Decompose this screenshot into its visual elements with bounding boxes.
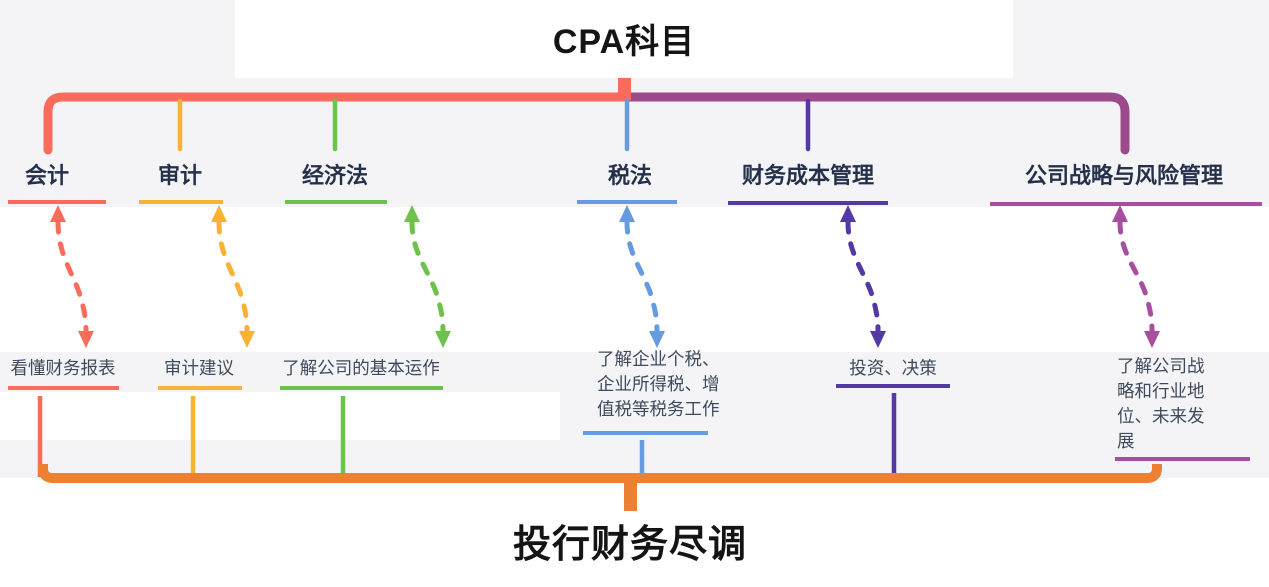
- dashed-arrow-strategy-risk-management: [1117, 219, 1155, 334]
- benefit-financial-cost: 投资、决策: [849, 358, 937, 378]
- dashed-arrow-auditing: [216, 219, 250, 334]
- subject-accounting: 会计: [24, 163, 70, 188]
- arrowhead-up-financial-cost-management: [840, 205, 856, 222]
- subject-economic-law: 经济法: [301, 163, 369, 188]
- subject-strategy: 公司战略与风险管理: [1024, 163, 1224, 188]
- dashed-arrow-tax-law: [624, 219, 660, 334]
- benefit-tax-law: 了解企业个税、企业所得税、增值税等税务工作: [597, 349, 720, 419]
- bottom-node-label: 投行财务尽调: [512, 524, 747, 566]
- arrowhead-down-financial-cost-management: [870, 331, 886, 348]
- arrowhead-up-auditing: [211, 205, 227, 222]
- arrowhead-up-accounting: [50, 205, 66, 222]
- arrowhead-down-tax-law: [649, 331, 665, 348]
- root-title-box: [235, 0, 1013, 78]
- arrowhead-down-accounting: [78, 331, 94, 348]
- arrowhead-up-tax-law: [619, 205, 635, 222]
- dashed-arrow-accounting: [55, 219, 89, 334]
- benefit-accounting: 看懂财务报表: [10, 358, 116, 378]
- subject-tax-law: 税法: [607, 163, 653, 188]
- dashed-arrow-economic-law: [409, 219, 446, 334]
- benefit-strategy: 了解公司战略和行业地位、未来发展: [1117, 356, 1205, 451]
- benefit-economic-law: 了解公司的基本运作: [282, 358, 440, 378]
- root-node-label: CPA科目: [552, 23, 696, 61]
- arrowhead-down-economic-law: [435, 331, 451, 348]
- subject-auditing: 审计: [157, 163, 203, 188]
- dashed-arrow-financial-cost-management: [845, 219, 881, 334]
- arrowhead-up-strategy-risk-management: [1112, 205, 1128, 222]
- bottom-connector-stub: [624, 478, 637, 511]
- benefit-auditing: 审计建议: [164, 358, 234, 378]
- white-strip: [0, 392, 560, 440]
- arrowhead-up-economic-law: [404, 205, 420, 222]
- subject-financial-cost: 财务成本管理: [741, 163, 875, 188]
- arrowhead-down-auditing: [239, 331, 255, 348]
- arrowhead-down-strategy-risk-management: [1144, 331, 1160, 348]
